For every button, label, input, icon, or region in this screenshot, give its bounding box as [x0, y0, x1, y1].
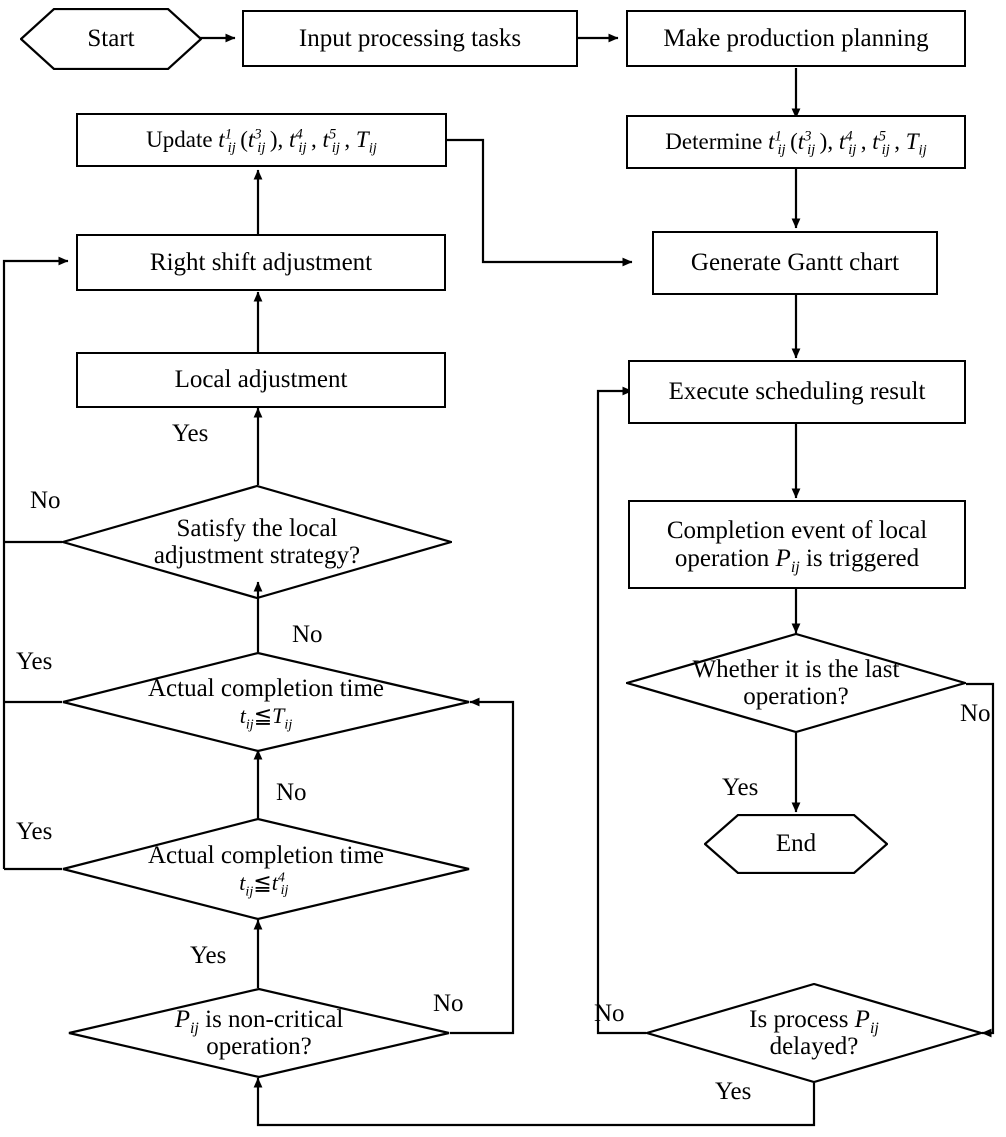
diamond-shape — [62, 652, 470, 752]
node-local-adjustment[interactable]: Local adjustment — [76, 352, 446, 408]
edge-label-actual-T-yes: Yes — [16, 648, 53, 675]
node-update-parameters[interactable]: Update t1ij(t3ij), t4ij, t5ij, Tij — [76, 113, 447, 167]
node-execute-scheduling-result-label: Execute scheduling result — [668, 378, 926, 405]
node-make-production-planning-label: Make production planning — [663, 24, 929, 52]
diamond-shape — [62, 485, 452, 599]
diamond-shape — [626, 633, 966, 733]
edge-label-delayed-yes: Yes — [715, 1078, 752, 1105]
edge-label-actual-t4-yes: Yes — [16, 818, 53, 845]
hexagon-shape — [704, 814, 888, 874]
node-end[interactable]: End — [704, 814, 888, 874]
edge-label-satisfy-yes: Yes — [172, 420, 209, 447]
edge-label-non-critical-yes: Yes — [190, 942, 227, 969]
edge-label-actual-t4-no: No — [276, 779, 307, 806]
diamond-shape — [62, 818, 470, 920]
edge-label-last-operation-no: No — [960, 700, 991, 727]
node-make-production-planning[interactable]: Make production planning — [626, 10, 966, 67]
hexagon-shape — [20, 8, 202, 70]
node-generate-gantt-chart-label: Generate Gantt chart — [690, 249, 900, 276]
node-end-label: End — [775, 830, 817, 858]
diamond-shape — [68, 988, 450, 1078]
edge-label-last-operation-yes: Yes — [722, 774, 759, 801]
node-determine-parameters[interactable]: Determine t1ij(t3ij), t4ij, t5ij, Tij — [626, 115, 966, 169]
node-right-shift-adjustment[interactable]: Right shift adjustment — [76, 234, 446, 291]
node-determine-parameters-label: Determine t1ij(t3ij), t4ij, t5ij, Tij — [665, 128, 927, 159]
node-update-parameters-label: Update t1ij(t3ij), t4ij, t5ij, Tij — [146, 126, 377, 157]
node-execute-scheduling-result[interactable]: Execute scheduling result — [628, 360, 966, 424]
edge-label-non-critical-no: No — [433, 990, 464, 1017]
node-local-adjustment-label: Local adjustment — [174, 366, 348, 393]
edge-label-actual-T-no: No — [292, 621, 323, 648]
edge-label-satisfy-no: No — [30, 487, 61, 514]
node-right-shift-adjustment-label: Right shift adjustment — [149, 248, 373, 276]
edge-label-delayed-no: No — [594, 1000, 625, 1027]
node-input-processing-tasks-label: Input processing tasks — [298, 24, 522, 52]
diamond-shape — [646, 983, 982, 1083]
node-start-label: Start — [87, 25, 135, 53]
node-generate-gantt-chart[interactable]: Generate Gantt chart — [652, 231, 938, 295]
node-input-processing-tasks[interactable]: Input processing tasks — [242, 10, 578, 67]
node-start[interactable]: Start — [20, 8, 202, 70]
